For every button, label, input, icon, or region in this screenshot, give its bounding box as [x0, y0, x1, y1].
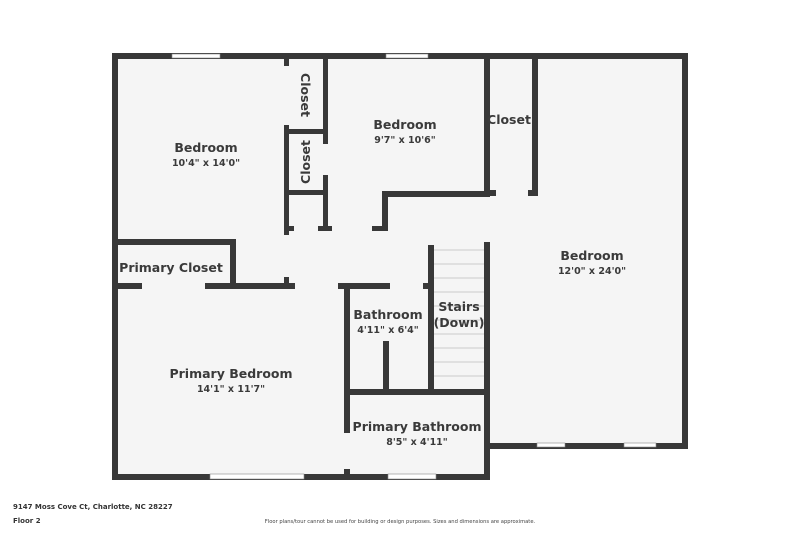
- floor-label: Floor 2: [13, 517, 41, 525]
- bathroom-name: Bathroom: [353, 307, 422, 322]
- closet-upper-name: Closet: [298, 73, 313, 117]
- primary-bathroom-name: Primary Bathroom: [353, 419, 482, 434]
- bedroom-n-name: Bedroom: [373, 117, 436, 132]
- primary-bedroom-name: Primary Bedroom: [169, 366, 292, 381]
- bathroom-dims: 4'11" x 6'4": [357, 325, 419, 336]
- closet-ne-name: Closet: [487, 112, 531, 127]
- stairs-name-line1: Stairs: [438, 299, 479, 314]
- bedroom-nw-name: Bedroom: [174, 140, 237, 155]
- bedroom-n-dims: 9'7" x 10'6": [374, 135, 436, 146]
- disclaimer-text: Floor plans/tour cannot be used for buil…: [264, 519, 536, 525]
- stairs-treads: [434, 249, 484, 377]
- primary-bedroom-dims: 14'1" x 11'7": [197, 384, 265, 395]
- property-address: 9147 Moss Cove Ct, Charlotte, NC 28227: [13, 503, 173, 511]
- floor-fills: [114, 54, 686, 478]
- bedroom-e-dims: 12'0" x 24'0": [558, 266, 626, 277]
- primary-closet-name: Primary Closet: [119, 260, 223, 275]
- primary-bathroom-dims: 8'5" x 4'11": [386, 437, 448, 448]
- windows: [171, 53, 657, 480]
- bedroom-nw-dims: 10'4" x 14'0": [172, 158, 240, 169]
- stairs-name-line2: (Down): [434, 315, 485, 330]
- closet-lower-name: Closet: [298, 140, 313, 184]
- bedroom-e-name: Bedroom: [560, 248, 623, 263]
